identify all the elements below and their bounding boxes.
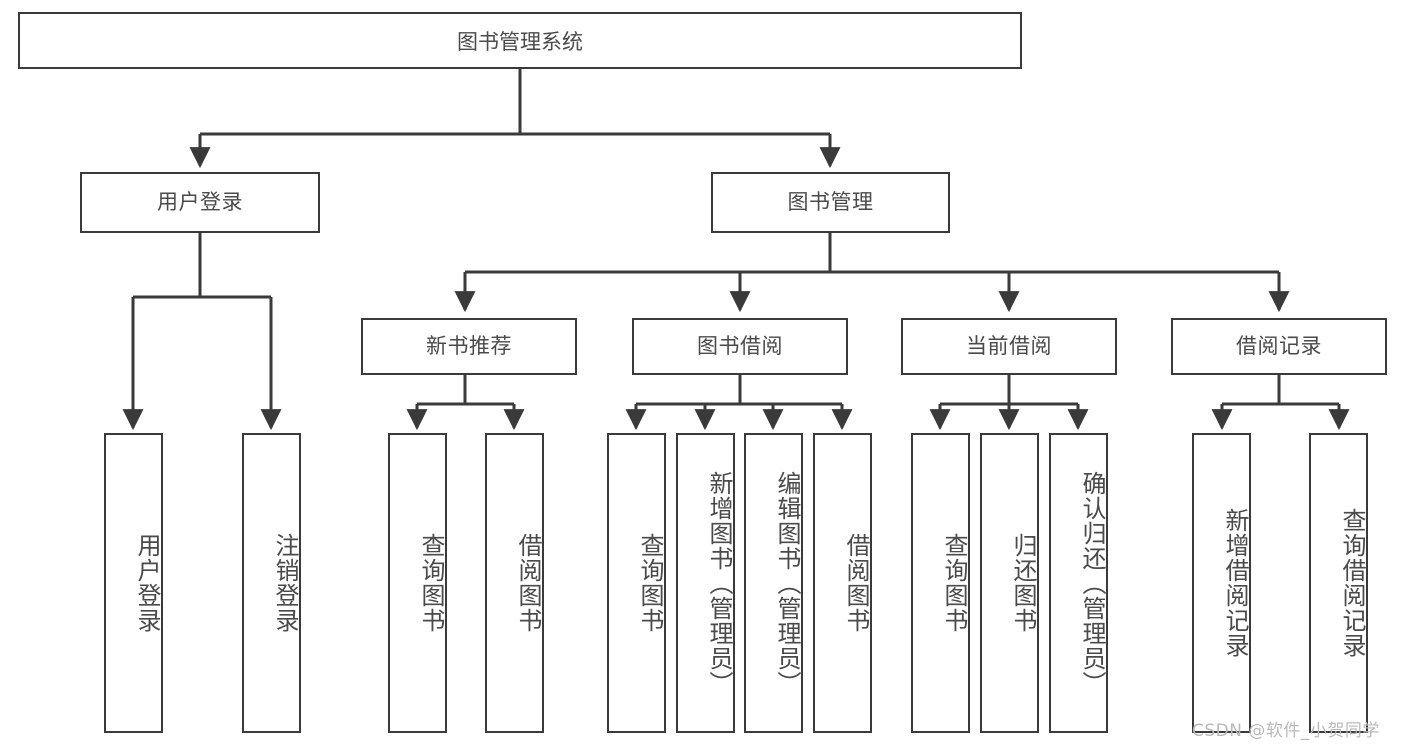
- node-label: 借阅记录: [1236, 333, 1322, 358]
- leaf-query-books-current[interactable]: 查询图书: [911, 433, 970, 733]
- node-borrowing-records[interactable]: 借阅记录: [1171, 318, 1387, 375]
- leaf-borrow-books-borrowing[interactable]: 借阅图书: [813, 433, 872, 733]
- node-label: 新书推荐: [426, 333, 512, 358]
- node-new-book-recommendation[interactable]: 新书推荐: [361, 318, 577, 375]
- node-book-borrowing[interactable]: 图书借阅: [632, 318, 848, 375]
- leaf-logout[interactable]: 注销登录: [242, 433, 301, 733]
- leaf-query-books-borrowing[interactable]: 查询图书: [607, 433, 666, 733]
- node-label: 图书管理: [787, 189, 874, 214]
- node-user-login[interactable]: 用户登录: [80, 172, 320, 233]
- node-label: 注销登录: [271, 533, 299, 633]
- node-label: 当前借阅: [966, 333, 1052, 358]
- node-label: 图书管理系统: [457, 29, 583, 54]
- node-label: 用户登录: [157, 189, 243, 214]
- node-label: 借阅图书: [514, 533, 542, 633]
- node-root-book-management-system[interactable]: 图书管理系统: [18, 12, 1022, 69]
- node-label: 图书借阅: [697, 333, 783, 358]
- node-book-management[interactable]: 图书管理: [711, 172, 950, 233]
- node-label: 查询图书: [940, 533, 968, 633]
- node-label: 查询借阅记录: [1338, 508, 1366, 658]
- node-label: 编辑图书（管理员）: [773, 470, 801, 696]
- node-label: 归还图书: [1009, 533, 1037, 633]
- node-label: 新增图书（管理员）: [705, 470, 733, 696]
- leaf-return-books[interactable]: 归还图书: [980, 433, 1039, 733]
- node-label: 新增借阅记录: [1221, 508, 1249, 658]
- leaf-add-borrowing-record[interactable]: 新增借阅记录: [1192, 433, 1251, 733]
- node-label: 查询图书: [636, 533, 664, 633]
- leaf-edit-book-admin[interactable]: 编辑图书（管理员）: [744, 433, 803, 733]
- node-label: 查询图书: [417, 533, 445, 633]
- leaf-user-login[interactable]: 用户登录: [104, 433, 163, 733]
- leaf-query-borrowing-record[interactable]: 查询借阅记录: [1309, 433, 1368, 733]
- leaf-query-books-recommendation[interactable]: 查询图书: [388, 433, 447, 733]
- leaf-confirm-return-admin[interactable]: 确认归还（管理员）: [1049, 433, 1108, 733]
- node-label: 用户登录: [133, 533, 161, 633]
- leaf-borrow-books-recommendation[interactable]: 借阅图书: [485, 433, 544, 733]
- node-label: 确认归还（管理员）: [1078, 470, 1106, 696]
- node-current-borrowing[interactable]: 当前借阅: [901, 318, 1117, 375]
- leaf-add-book-admin[interactable]: 新增图书（管理员）: [676, 433, 735, 733]
- node-label: 借阅图书: [842, 533, 870, 633]
